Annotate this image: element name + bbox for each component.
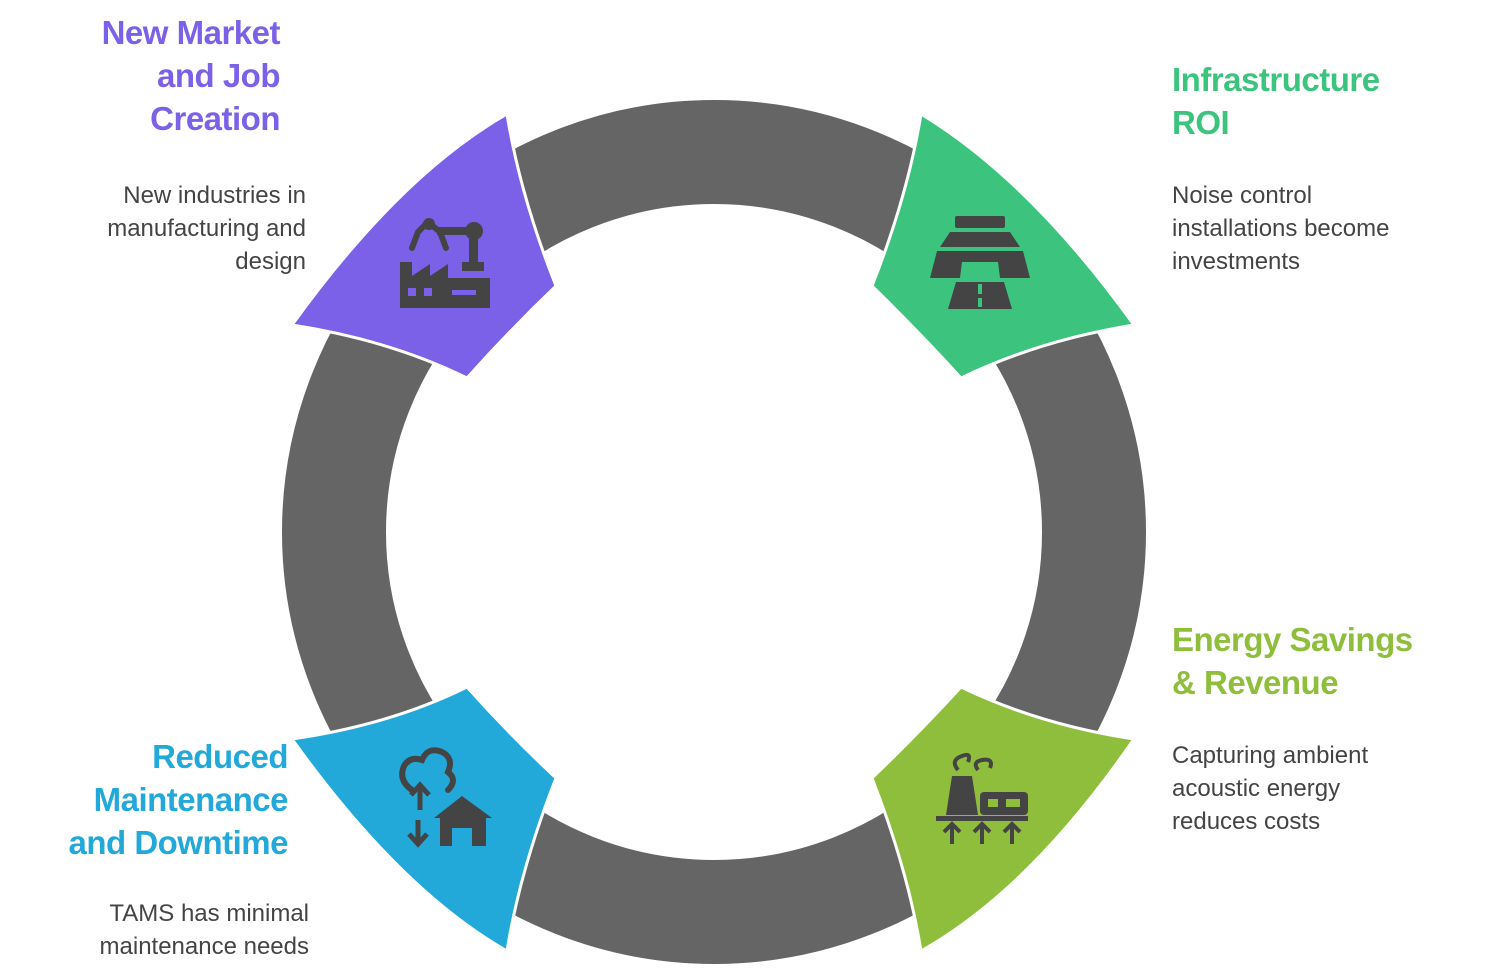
factory-robot-arm-icon bbox=[400, 218, 490, 308]
step-title-market: New Market and Job Creation bbox=[101, 14, 281, 137]
step-title-energy: Energy Savings & Revenue bbox=[1172, 621, 1413, 701]
step-description-energy: Capturing ambient acoustic energy reduce… bbox=[1172, 742, 1369, 835]
power-plant-icon bbox=[936, 752, 1028, 844]
segment-maintenance[interactable] bbox=[290, 685, 558, 953]
step-title-maintenance: Reduced Maintenance and Downtime bbox=[68, 738, 288, 861]
step-title-infrastructure: Infrastructure ROI bbox=[1172, 61, 1380, 141]
step-description-market: New industries in manufacturing and desi… bbox=[107, 182, 306, 275]
cycle-ring bbox=[280, 98, 1148, 966]
road-tunnel-icon bbox=[930, 216, 1030, 309]
cloud-home-sync-icon bbox=[399, 747, 492, 848]
step-description-maintenance: TAMS has minimal maintenance needs bbox=[99, 900, 309, 960]
step-description-infrastructure: Noise control installations become inves… bbox=[1172, 182, 1390, 275]
segment-market[interactable] bbox=[290, 112, 558, 380]
